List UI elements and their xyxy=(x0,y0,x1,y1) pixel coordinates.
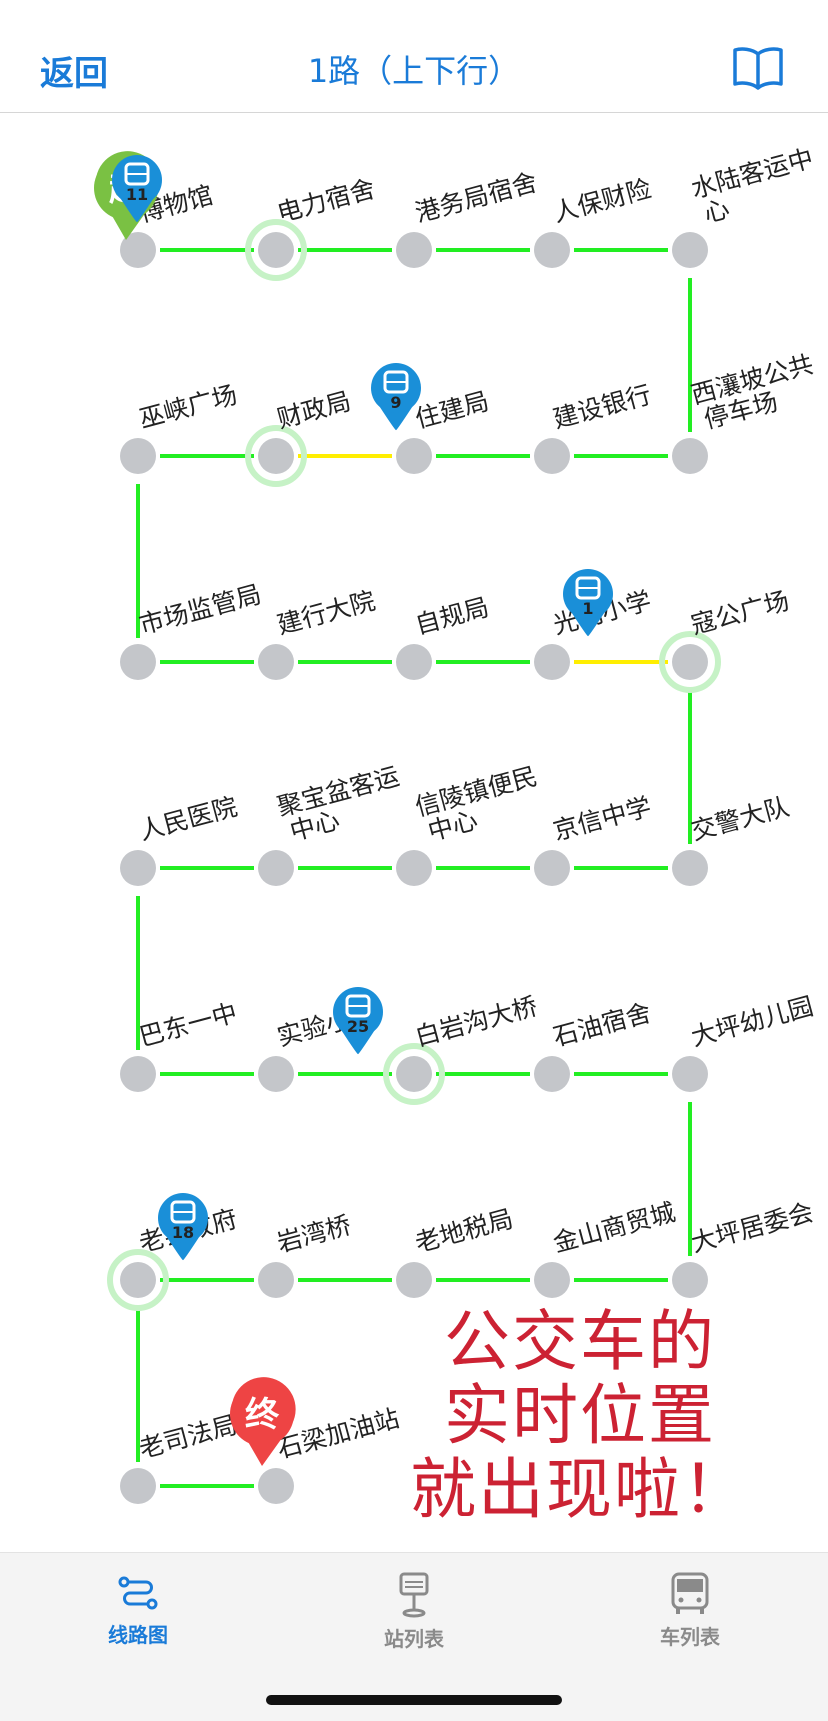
page-title: 1路（上下行） xyxy=(307,52,521,90)
station-label: 老司法局 xyxy=(136,1410,240,1464)
station-dot[interactable] xyxy=(534,1262,570,1298)
station-dot[interactable] xyxy=(396,438,432,474)
book-icon[interactable] xyxy=(732,44,784,90)
tab-route-map[interactable]: 线路图 xyxy=(38,1571,238,1648)
station-dot[interactable] xyxy=(396,1056,432,1092)
station-dot[interactable] xyxy=(120,1056,156,1092)
station-halo xyxy=(383,1043,445,1105)
station-dot[interactable] xyxy=(672,1056,708,1092)
station-dot[interactable] xyxy=(534,438,570,474)
station-dot[interactable] xyxy=(120,1262,156,1298)
station-dot[interactable] xyxy=(396,232,432,268)
station-label: 岩湾桥 xyxy=(274,1210,354,1257)
station-halo xyxy=(245,219,307,281)
station-label: 人民医院 xyxy=(136,792,240,846)
bus-marker[interactable]: 25 xyxy=(333,987,383,1055)
route-map: 博物馆电力宿舍港务局宿舍人保财险水陆客运中心西瀼坡公共停车场建设银行住建局财政局… xyxy=(94,143,823,1504)
station-label: 市场监管局 xyxy=(136,579,264,639)
bus-marker[interactable]: 11 xyxy=(112,155,162,223)
tab-station-list[interactable]: 站列表 xyxy=(314,1571,514,1652)
station-label: 西瀼坡公共停车场 xyxy=(688,349,823,435)
bus-icon xyxy=(671,1572,709,1614)
station-dot[interactable] xyxy=(534,644,570,680)
station-dot[interactable] xyxy=(258,232,294,268)
bus-marker[interactable]: 9 xyxy=(371,363,421,431)
tab-label: 车列表 xyxy=(660,1625,720,1649)
route-icon xyxy=(118,1576,158,1610)
station-dot[interactable] xyxy=(534,1056,570,1092)
bus-marker[interactable]: 1 xyxy=(563,569,613,637)
station-label: 金山商贸城 xyxy=(550,1197,678,1257)
bus-number: 11 xyxy=(126,185,148,204)
station-label: 寇公广场 xyxy=(688,586,792,640)
station-label: 巫峡广场 xyxy=(136,380,240,434)
station-halo xyxy=(107,1249,169,1311)
tab-bus-list[interactable]: 车列表 xyxy=(590,1571,790,1650)
station-sign-icon xyxy=(399,1572,429,1618)
station-dot[interactable] xyxy=(672,644,708,680)
station-label: 大坪居委会 xyxy=(688,1197,816,1257)
station-dot[interactable] xyxy=(258,644,294,680)
station-dot[interactable] xyxy=(672,232,708,268)
promo-slogan: 公交车的 实时位置 就出现啦！ xyxy=(410,1305,750,1527)
station-dot[interactable] xyxy=(396,644,432,680)
station-dot[interactable] xyxy=(534,232,570,268)
station-label: 自规局 xyxy=(412,592,492,639)
navigation-bar: 返回 1路（上下行） xyxy=(0,0,828,113)
home-indicator xyxy=(266,1695,562,1705)
station-label: 石油宿舍 xyxy=(550,998,654,1052)
station-dot[interactable] xyxy=(120,438,156,474)
station-dot[interactable] xyxy=(120,232,156,268)
station-dot[interactable] xyxy=(258,1262,294,1298)
station-dot[interactable] xyxy=(120,644,156,680)
station-dot[interactable] xyxy=(258,1056,294,1092)
station-label: 交警大队 xyxy=(688,792,792,846)
station-label: 大坪幼儿园 xyxy=(688,991,816,1051)
station-halo xyxy=(245,425,307,487)
slogan-line: 实时位置 xyxy=(444,1377,716,1454)
station-dot[interactable] xyxy=(258,438,294,474)
bus-number: 1 xyxy=(582,599,593,618)
bus-number: 9 xyxy=(390,393,401,412)
station-label: 聚宝盆客运中心 xyxy=(274,761,409,847)
station-dot[interactable] xyxy=(258,1468,294,1504)
station-dot[interactable] xyxy=(534,850,570,886)
bus-number: 18 xyxy=(172,1223,194,1242)
station-dot[interactable] xyxy=(672,850,708,886)
tab-label: 站列表 xyxy=(384,1627,444,1651)
station-dot[interactable] xyxy=(120,850,156,886)
bus-marker[interactable]: 18 xyxy=(158,1193,208,1261)
tab-label: 线路图 xyxy=(108,1623,168,1647)
station-dot[interactable] xyxy=(258,850,294,886)
station-label: 建行大院 xyxy=(274,586,378,640)
station-dot[interactable] xyxy=(396,1262,432,1298)
station-label: 人保财险 xyxy=(550,174,654,228)
station-label: 京信中学 xyxy=(550,792,654,846)
station-dot[interactable] xyxy=(672,438,708,474)
end-marker: 终 xyxy=(230,1377,296,1466)
station-label: 白岩沟大桥 xyxy=(412,991,540,1051)
station-label: 港务局宿舍 xyxy=(412,167,540,227)
tab-bar: 线路图 站列表 车列表 xyxy=(0,1552,828,1721)
station-dot[interactable] xyxy=(396,850,432,886)
station-label: 水陆客运中心 xyxy=(688,143,823,229)
back-button[interactable]: 返回 xyxy=(40,54,108,94)
bus-number: 25 xyxy=(347,1017,369,1036)
station-dot[interactable] xyxy=(120,1468,156,1504)
slogan-line: 就出现啦！ xyxy=(410,1451,750,1528)
station-halo xyxy=(659,631,721,693)
station-dot[interactable] xyxy=(672,1262,708,1298)
station-label: 巴东一中 xyxy=(136,998,240,1052)
station-label: 建设银行 xyxy=(550,380,654,434)
station-label: 财政局 xyxy=(274,386,354,433)
station-label: 信陵镇便民中心 xyxy=(412,761,547,847)
station-label: 住建局 xyxy=(412,386,492,433)
slogan-line: 公交车的 xyxy=(444,1303,716,1380)
station-label: 电力宿舍 xyxy=(274,174,378,228)
marker-label: 终 xyxy=(245,1395,280,1435)
station-label: 老地税局 xyxy=(412,1204,516,1258)
